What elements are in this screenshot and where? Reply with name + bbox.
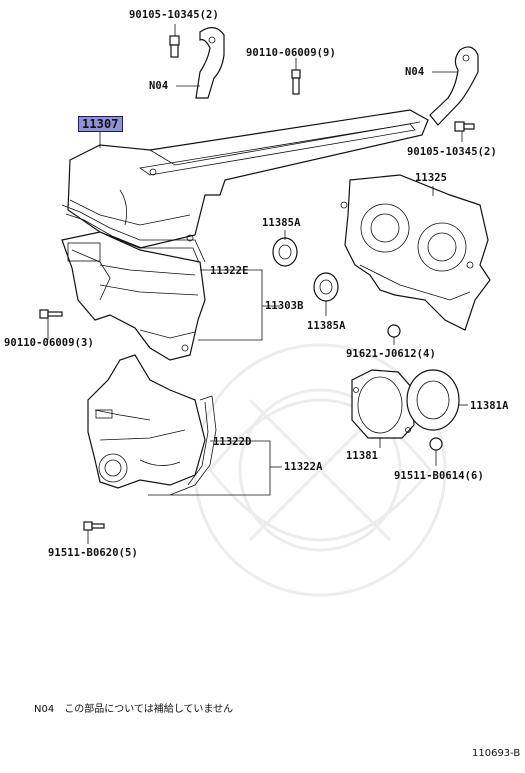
oil-seal-11385a-top[interactable] [272,237,298,267]
label-part-11385a-bottom: 11385A [307,320,346,332]
supply-note: N04 この部品については補給していません [34,704,234,715]
label-n04-right: N04 [405,66,425,78]
gasket-11322e[interactable] [61,204,206,266]
label-screw-90110-left: 90110-06009(3) [4,337,94,349]
label-part-11385a-top: 11385A [262,217,301,229]
timing-cover-lower-11322a[interactable] [87,354,206,489]
label-part-11381a: 11381A [470,400,509,412]
label-part-11303b: 11303B [265,300,304,312]
label-part-11322d: 11322D [213,436,252,448]
nut-91621[interactable] [387,324,401,338]
screw-90110-left[interactable] [39,309,63,319]
timing-cover-11307[interactable] [67,109,429,249]
label-bolt-90105-right: 90105-10345(2) [407,146,497,158]
label-n04-left: N04 [149,80,169,92]
screw-90110-top[interactable] [291,69,301,95]
bracket-n04-left[interactable] [195,27,225,99]
oil-seal-11385a-bottom[interactable] [313,272,339,302]
bolt-90105-right[interactable] [454,121,475,132]
label-part-11381: 11381 [346,450,379,462]
label-bolt-91511-b0620: 91511-B0620(5) [48,547,138,559]
gasket-11322d[interactable] [169,395,217,496]
label-bolt-90105-left: 90105-10345(2) [129,9,219,21]
bracket-n04-right[interactable] [429,46,479,126]
nut-91511-b0614[interactable] [429,437,443,451]
oil-seal-retainer-11381[interactable] [351,369,415,439]
label-part-11322e: 11322E [210,265,249,277]
timing-belt-plate-11325[interactable] [340,174,491,331]
label-part-11307[interactable]: 11307 [78,116,123,132]
label-screw-90110-top: 90110-06009(9) [246,47,336,59]
timing-cover-11303b[interactable] [61,231,206,361]
leader-lines [47,24,468,544]
label-part-11322a: 11322A [284,461,323,473]
watermark-emblem [193,343,447,597]
figure-code: 110693-B [472,748,521,759]
label-part-11325: 11325 [415,172,448,184]
bolt-91511-b0620[interactable] [83,521,105,531]
label-nut-91621: 91621-J0612(4) [346,348,436,360]
oil-seal-11381a[interactable] [406,369,460,431]
bolt-90105-left[interactable] [169,35,180,58]
label-nut-91511-b0614: 91511-B0614(6) [394,470,484,482]
